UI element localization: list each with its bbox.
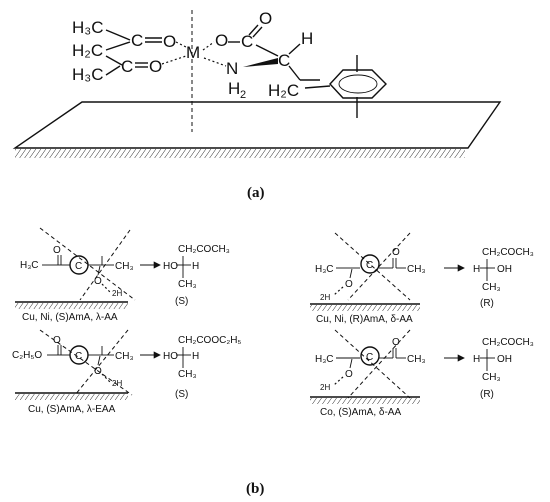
metal-label: M bbox=[186, 43, 200, 62]
product-h: H bbox=[473, 354, 480, 365]
conditions-label: Co, (S)AmA, δ-AA bbox=[320, 407, 401, 418]
product-mid: OH bbox=[497, 354, 512, 365]
c-bottom-label: C bbox=[121, 57, 133, 76]
right-group: CH₃ bbox=[115, 351, 134, 362]
phenyl-ring bbox=[329, 55, 387, 118]
o-low-label: O bbox=[94, 366, 102, 377]
o-ester-label: O bbox=[215, 31, 228, 50]
h2-label: 2H bbox=[112, 289, 122, 298]
product-bottom: CH₃ bbox=[178, 369, 197, 380]
o-bottom-label: O bbox=[149, 57, 162, 76]
left-group: H₃C bbox=[315, 264, 334, 275]
alpha-carbon-label: C bbox=[278, 51, 290, 70]
right-group: CH₃ bbox=[115, 261, 134, 272]
product-bottom: CH₃ bbox=[482, 282, 501, 293]
h2c-label: H₂C bbox=[72, 41, 103, 60]
o-label: O bbox=[392, 337, 400, 348]
right-group: CH₃ bbox=[407, 354, 426, 365]
o-low-label: O bbox=[345, 279, 353, 290]
o-label: O bbox=[392, 247, 400, 258]
scheme-4: H₃C C O CH₃ O 2H Co, (S)AmA, δ-AA CH₂COC… bbox=[310, 329, 534, 418]
c-top-label: C bbox=[131, 31, 143, 50]
panel-b: H₃C O C CH₃ O 2H Cu, Ni, (S)AmA, λ-AA CH… bbox=[12, 227, 534, 418]
conditions-label: Cu, Ni, (S)AmA, λ-AA bbox=[22, 312, 118, 323]
product-bottom: CH₃ bbox=[482, 372, 501, 383]
nh2-subscript: 2 bbox=[240, 89, 246, 101]
o-label: O bbox=[53, 335, 61, 346]
left-group: H₃C bbox=[20, 260, 39, 271]
right-group: CH₃ bbox=[407, 264, 426, 275]
product-mid: HO bbox=[163, 351, 178, 362]
left-group: H₃C bbox=[315, 354, 334, 365]
product-mid: HO bbox=[163, 261, 178, 272]
product-top: CH₂COCH₃ bbox=[482, 337, 534, 348]
product-h: H bbox=[473, 264, 480, 275]
scheme-1: H₃C O C CH₃ O 2H Cu, Ni, (S)AmA, λ-AA CH… bbox=[15, 227, 230, 323]
center-label: C bbox=[75, 351, 82, 362]
o-label: O bbox=[53, 245, 61, 256]
config-label: (S) bbox=[175, 296, 188, 307]
scheme-3: H₃C C O CH₃ O 2H Cu, Ni, (R)AmA, δ-AA CH… bbox=[310, 232, 534, 325]
h2c-benzyl-label: H₂C bbox=[268, 81, 299, 100]
h2-label: 2H bbox=[320, 293, 330, 302]
catalyst-surface bbox=[12, 101, 502, 149]
center-label: C bbox=[75, 261, 82, 272]
chiral-center-circle bbox=[360, 346, 380, 366]
product-h: H bbox=[192, 261, 199, 272]
c-carbonyl-label: C bbox=[241, 32, 253, 51]
caption-a: (a) bbox=[247, 185, 265, 201]
wedge-bond bbox=[243, 58, 278, 67]
o-carbonyl-label: O bbox=[259, 9, 272, 28]
conditions-label: Cu, (S)AmA, λ-EAA bbox=[28, 404, 116, 415]
product-top: CH₂COCH₃ bbox=[178, 244, 230, 255]
product-top: CH₂COCH₃ bbox=[482, 247, 534, 258]
left-group: C₂H₅O bbox=[12, 350, 42, 361]
h2-label: 2H bbox=[112, 379, 122, 388]
o-low-label: O bbox=[94, 276, 102, 287]
config-label: (R) bbox=[480, 389, 494, 400]
caption-b: (b) bbox=[246, 481, 264, 497]
panel-a: H₃C C O H₂C H₃C C O M O C O C H N H bbox=[12, 9, 502, 158]
h3c-bottom-label: H₃C bbox=[72, 65, 103, 84]
bond bbox=[105, 29, 131, 41]
o-low-label: O bbox=[345, 369, 353, 380]
scheme-2: C₂H₅O O C CH₃ O 2H Cu, (S)AmA, λ-EAA CH₂… bbox=[12, 329, 241, 415]
product-mid: OH bbox=[497, 264, 512, 275]
h-label: H bbox=[301, 29, 313, 48]
h2-label: 2H bbox=[320, 383, 330, 392]
center-label: C bbox=[366, 352, 373, 363]
config-label: (S) bbox=[175, 389, 188, 400]
product-h: H bbox=[192, 351, 199, 362]
config-label: (R) bbox=[480, 298, 494, 309]
product-top: CH₂COOC₂H₅ bbox=[178, 335, 241, 346]
product-bottom: CH₃ bbox=[178, 279, 197, 290]
o-top-label: O bbox=[163, 32, 176, 51]
center-label: C bbox=[366, 260, 373, 271]
nh2-h-label: H bbox=[228, 79, 240, 98]
h3c-top-label: H₃C bbox=[72, 18, 103, 37]
surface-hatching bbox=[15, 149, 465, 158]
conditions-label: Cu, Ni, (R)AmA, δ-AA bbox=[316, 314, 413, 325]
chiral-center-circle bbox=[360, 254, 380, 274]
n-label: N bbox=[226, 59, 238, 78]
